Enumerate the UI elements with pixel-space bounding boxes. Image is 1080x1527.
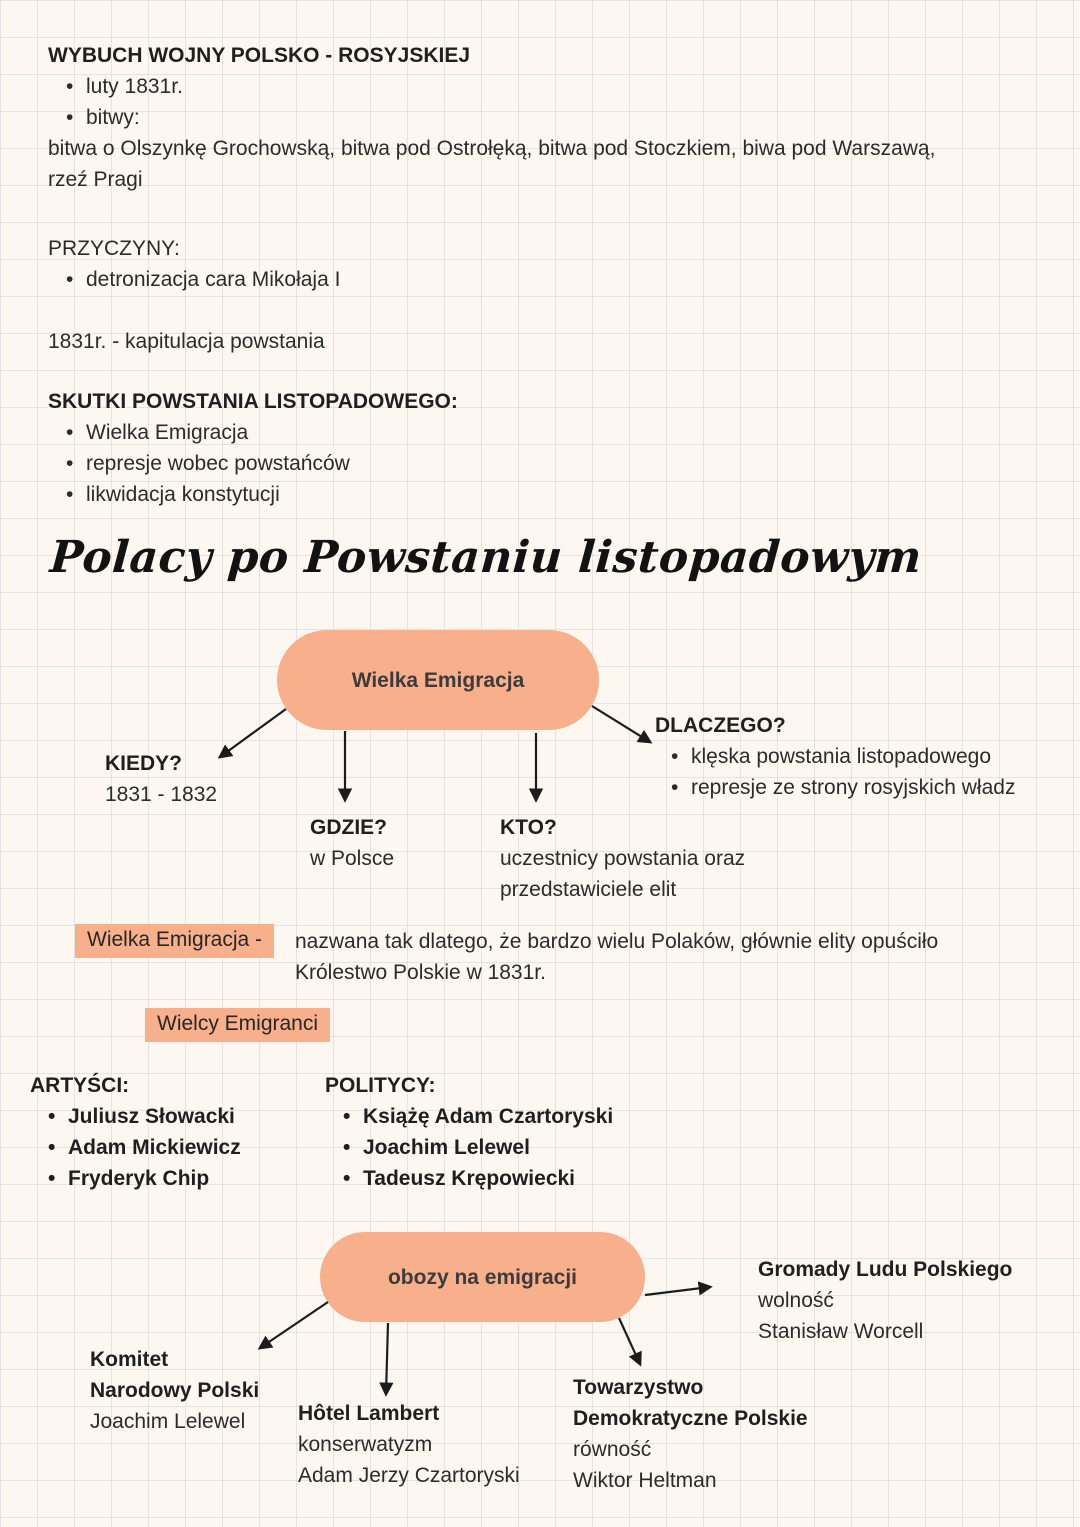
emigrants-heading: Wielcy Emigranci — [145, 1008, 331, 1042]
dlaczego-bullets: klęska powstania listopadowego represje … — [655, 741, 1015, 803]
bullet-item: bitwy: — [66, 102, 935, 133]
battles-line: rzeź Pragi — [48, 168, 143, 191]
kto-label: KTO? — [500, 816, 557, 839]
list-item: Adam Mickiewicz — [48, 1132, 241, 1163]
hotel-line: Adam Jerzy Czartoryski — [298, 1464, 520, 1487]
capitulation-line: 1831r. - kapitulacja powstania — [48, 330, 325, 353]
towarzystwo-line: Demokratyczne Polskie — [573, 1407, 808, 1430]
definition-line: Królestwo Polskie w 1831r. — [295, 961, 546, 984]
section-effects: SKUTKI POWSTANIA LISTOPADOWEGO: Wielka E… — [48, 386, 458, 510]
towarzystwo-line: Towarzystwo — [573, 1376, 704, 1399]
bullet-item: detronizacja cara Mikołaja I — [66, 264, 340, 295]
node-dlaczego: DLACZEGO? klęska powstania listopadowego… — [655, 710, 1015, 803]
arrow-to-gromady — [644, 1281, 713, 1297]
artists-title: ARTYŚCI: — [30, 1074, 130, 1097]
node-kto: KTO? uczestnicy powstania oraz przedstaw… — [500, 812, 745, 905]
komitet-line: Joachim Lelewel — [90, 1410, 246, 1433]
hotel-line: Hôtel Lambert — [298, 1402, 440, 1425]
list-item: Joachim Lelewel — [343, 1132, 613, 1163]
gdzie-label: GDZIE? — [310, 816, 387, 839]
list-item: Książę Adam Czartoryski — [343, 1101, 613, 1132]
node-towarzystwo: Towarzystwo Demokratyczne Polskie równoś… — [573, 1372, 808, 1496]
bubble-wielka-emigracja: Wielka Emigracja — [277, 630, 599, 730]
artists-list: Juliusz Słowacki Adam Mickiewicz Frydery… — [30, 1101, 241, 1194]
towarzystwo-line: równość — [573, 1438, 652, 1461]
bullet-item: Wielka Emigracja — [66, 417, 458, 448]
arrow-to-kiedy — [217, 708, 287, 759]
kto-value-line: uczestnicy powstania oraz — [500, 847, 746, 870]
gromady-line: Gromady Ludu Polskiego — [758, 1258, 1013, 1281]
page-title: Polacy po Powstaniu listopadowym — [48, 532, 924, 583]
war-outbreak-bullets: luty 1831r. bitwy: — [48, 71, 935, 133]
effects-bullets: Wielka Emigracja represje wobec powstańc… — [48, 417, 458, 510]
gromady-line: wolność — [758, 1289, 834, 1312]
war-outbreak-title: WYBUCH WOJNY POLSKO - ROSYJSKIEJ — [48, 44, 471, 67]
node-kiedy: KIEDY? 1831 - 1832 — [105, 748, 217, 810]
bullet-item: klęska powstania listopadowego — [671, 741, 1015, 772]
bullet-item: represje wobec powstańców — [66, 448, 458, 479]
komitet-line: Narodowy Polski — [90, 1379, 260, 1402]
komitet-line: Komitet — [90, 1348, 169, 1371]
hotel-line: konserwatyzm — [298, 1433, 433, 1456]
section-artists: ARTYŚCI: Juliusz Słowacki Adam Mickiewic… — [30, 1070, 241, 1194]
arrow-to-dlaczego — [591, 705, 653, 744]
emigrants-heading-highlight: Wielcy Emigranci — [145, 1008, 331, 1042]
section-politicians: POLITYCY: Książę Adam Czartoryski Joachi… — [325, 1070, 613, 1194]
kiedy-label: KIEDY? — [105, 752, 183, 775]
definition-text: nazwana tak dlatego, że bardzo wielu Pol… — [295, 926, 938, 988]
gromady-line: Stanisław Worcell — [758, 1320, 924, 1343]
node-komitet: Komitet Narodowy Polski Joachim Lelewel — [90, 1344, 259, 1437]
node-hotel-lambert: Hôtel Lambert konserwatyzm Adam Jerzy Cz… — [298, 1398, 520, 1491]
arrow-to-hotel-lambert — [379, 1322, 394, 1397]
towarzystwo-line: Wiktor Heltman — [573, 1469, 717, 1492]
bullet-item: represje ze strony rosyjskich władz — [671, 772, 1015, 803]
causes-title: PRZYCZYNY: — [48, 237, 180, 260]
effects-title: SKUTKI POWSTANIA LISTOPADOWEGO: — [48, 390, 458, 413]
arrow-to-towarzystwo — [617, 1317, 642, 1367]
politicians-list: Książę Adam Czartoryski Joachim Lelewel … — [325, 1101, 613, 1194]
battles-line: bitwa o Olszynkę Grochowską, bitwa pod O… — [48, 137, 936, 160]
node-gdzie: GDZIE? w Polsce — [310, 812, 394, 874]
bubble-obozy-na-emigracji: obozy na emigracji — [320, 1232, 645, 1322]
node-gromady: Gromady Ludu Polskiego wolność Stanisław… — [758, 1254, 1012, 1347]
bubble-label: obozy na emigracji — [387, 1265, 578, 1289]
section-war-outbreak: WYBUCH WOJNY POLSKO - ROSYJSKIEJ luty 18… — [48, 40, 935, 195]
causes-bullets: detronizacja cara Mikołaja I — [48, 264, 340, 295]
definition-term-highlight: Wielka Emigracja - — [75, 924, 275, 958]
bullet-item: luty 1831r. — [66, 71, 935, 102]
kto-value-line: przedstawiciele elit — [500, 878, 677, 901]
list-item: Fryderyk Chip — [48, 1163, 241, 1194]
arrow-to-komitet — [257, 1301, 329, 1350]
list-item: Juliusz Słowacki — [48, 1101, 241, 1132]
section-causes: PRZYCZYNY: detronizacja cara Mikołaja I — [48, 233, 340, 295]
dlaczego-label: DLACZEGO? — [655, 714, 786, 737]
bubble-label: Wielka Emigracja — [351, 668, 525, 692]
gdzie-value: w Polsce — [310, 847, 395, 870]
definition-line: nazwana tak dlatego, że bardzo wielu Pol… — [295, 930, 939, 953]
bullet-item: likwidacja konstytucji — [66, 479, 458, 510]
definition-term: Wielka Emigracja - — [75, 924, 275, 958]
kiedy-value: 1831 - 1832 — [105, 783, 218, 806]
list-item: Tadeusz Krępowiecki — [343, 1163, 613, 1194]
politicians-title: POLITYCY: — [325, 1074, 436, 1097]
